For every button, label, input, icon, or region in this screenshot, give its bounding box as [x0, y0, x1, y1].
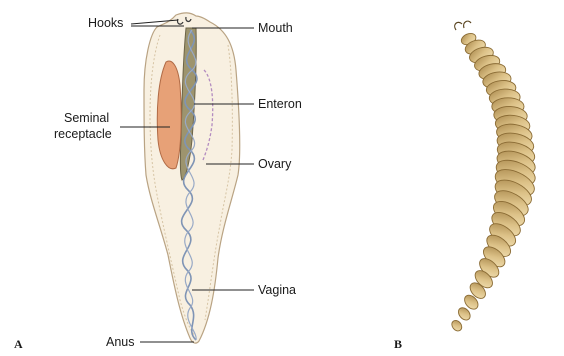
label-hooks: Hooks — [88, 16, 123, 30]
panel-label-b: B — [394, 337, 402, 351]
label-seminal-receptacle-line2: receptacle — [54, 127, 112, 141]
worm-ring-segment — [450, 319, 464, 333]
worm-head-hooks — [455, 21, 471, 30]
panel-label-a: A — [14, 337, 23, 351]
label-anus: Anus — [106, 335, 135, 349]
anatomy-drawing — [144, 13, 240, 343]
whole-worm-drawing — [450, 21, 539, 333]
label-enteron: Enteron — [258, 97, 302, 111]
label-mouth: Mouth — [258, 21, 293, 35]
label-seminal-receptacle-line1: Seminal — [64, 111, 109, 125]
label-ovary: Ovary — [258, 157, 292, 171]
seminal-receptacle — [157, 61, 181, 169]
label-vagina: Vagina — [258, 283, 296, 297]
